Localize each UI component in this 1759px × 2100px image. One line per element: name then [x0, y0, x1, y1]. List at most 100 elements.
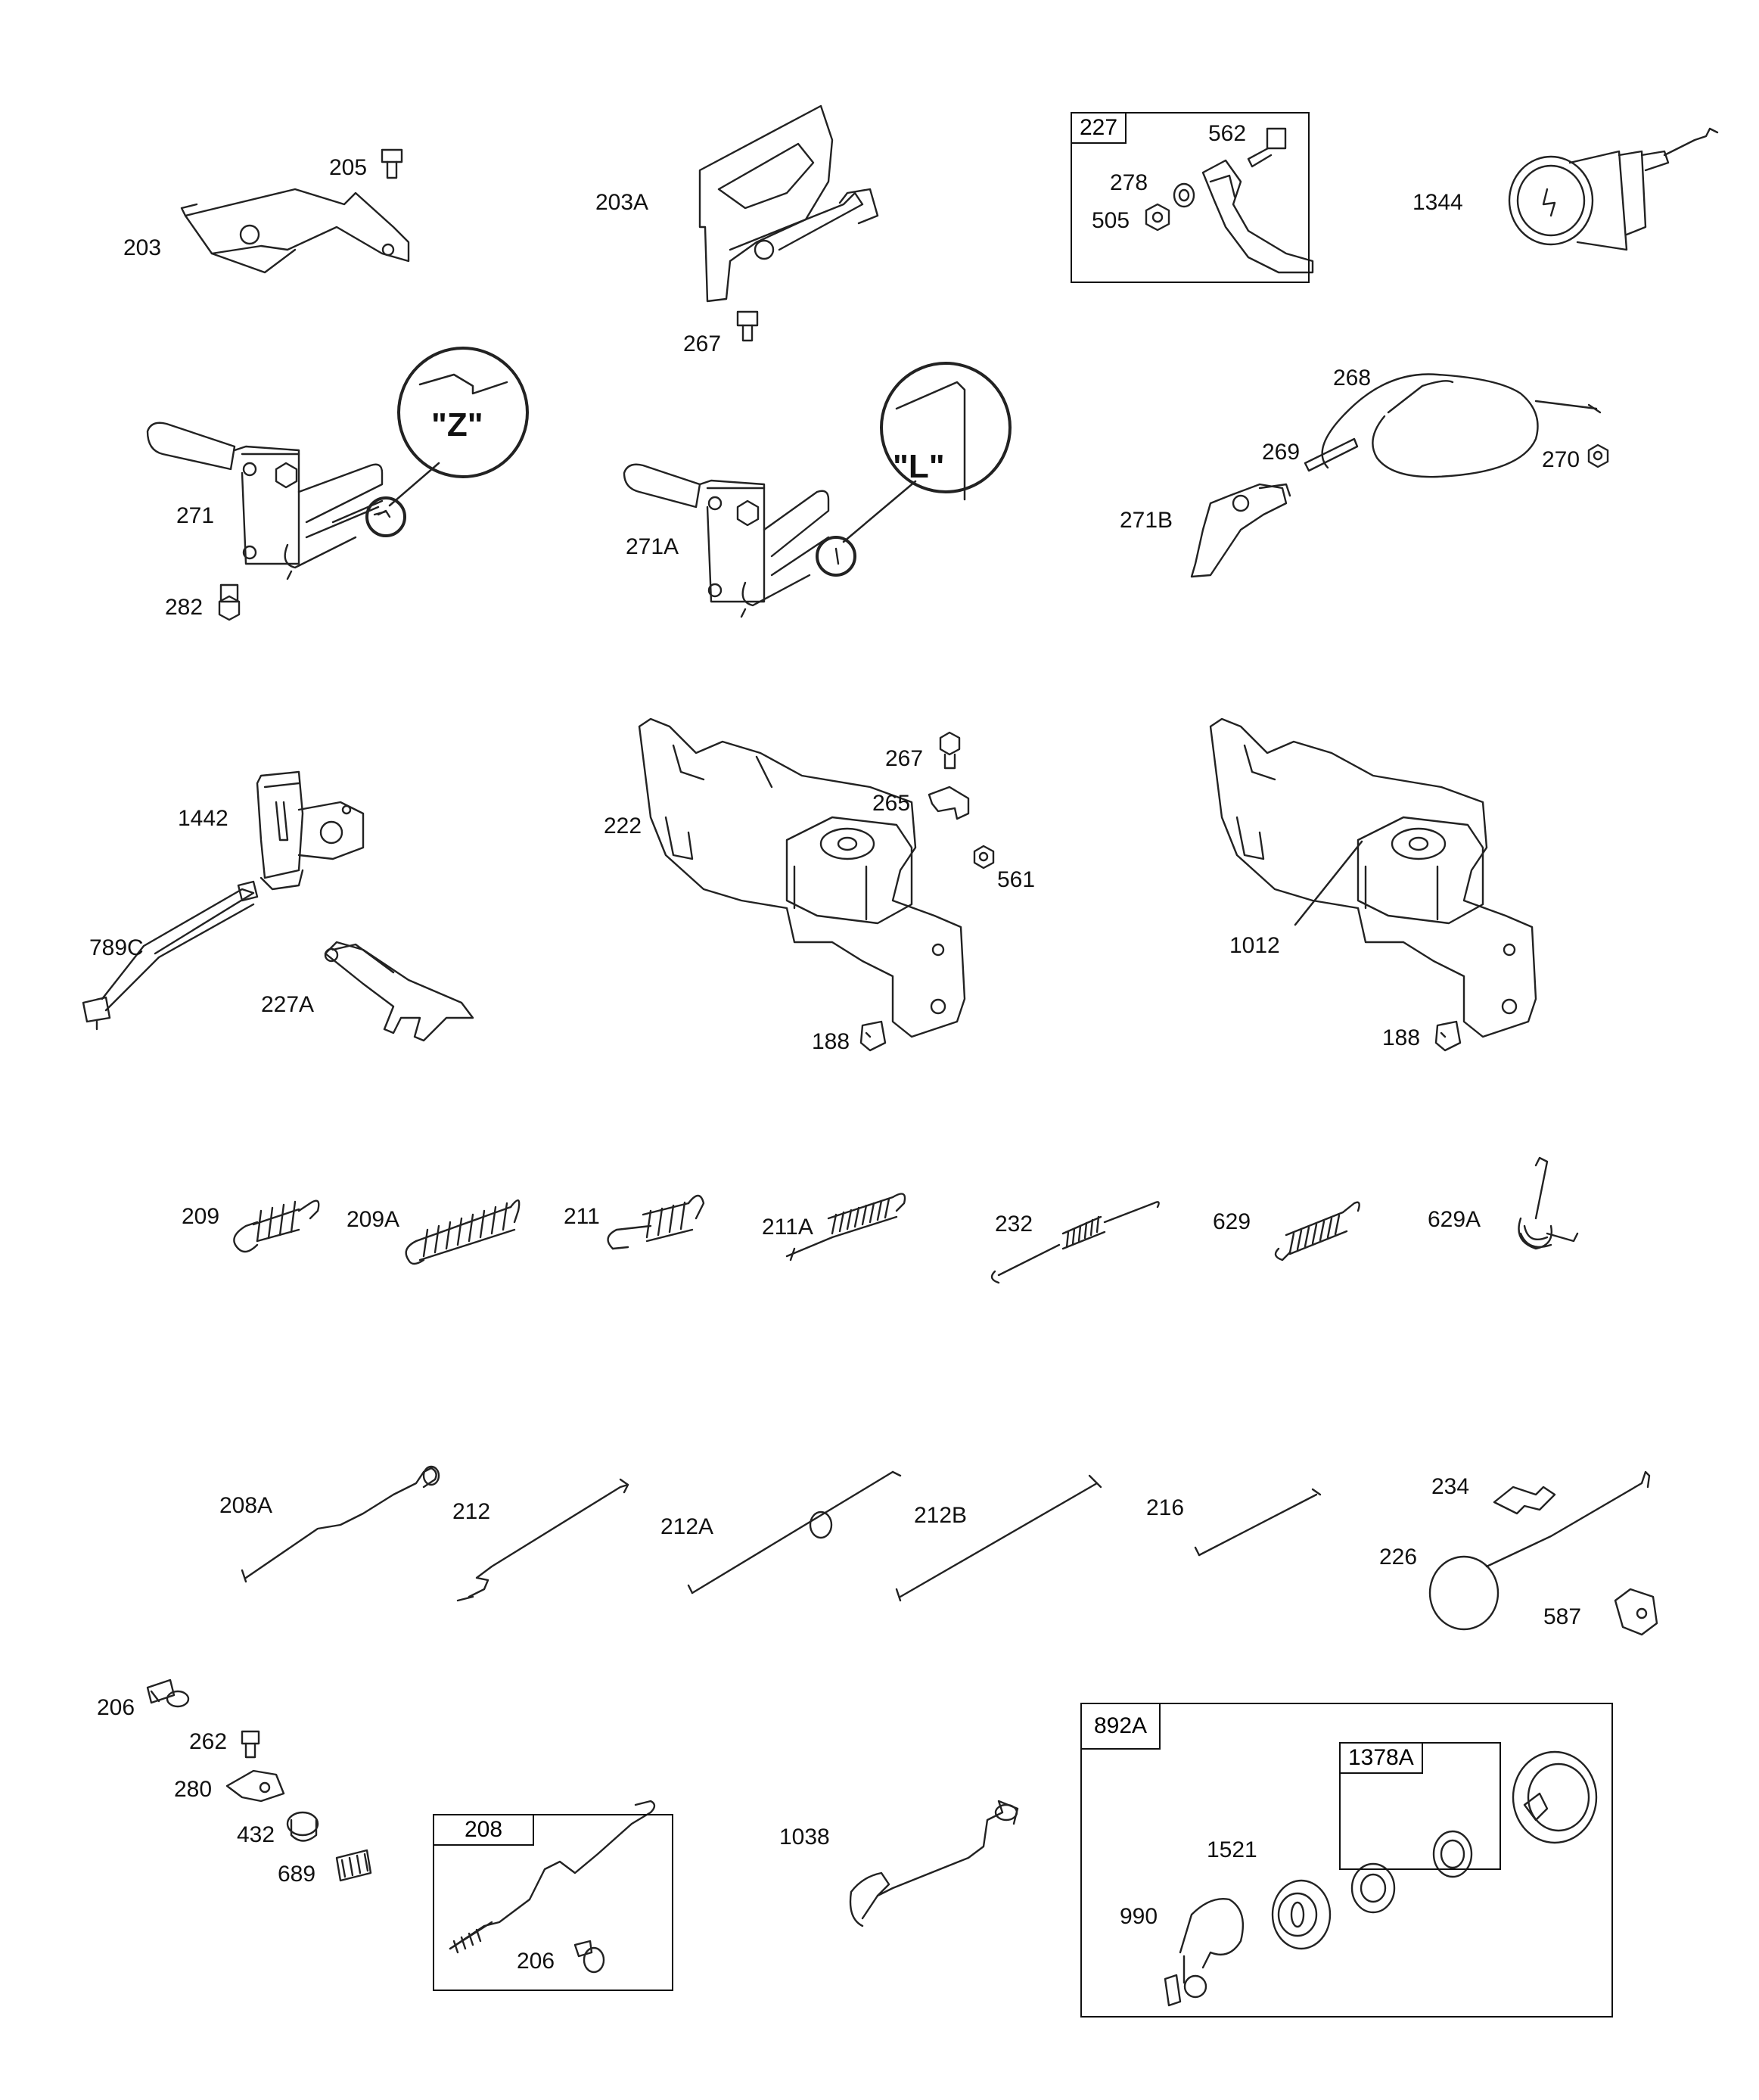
part-216-rod [1195, 1489, 1320, 1555]
label-271B: 271B [1120, 508, 1173, 533]
label-222: 222 [604, 814, 642, 838]
part-271A-control [624, 465, 828, 617]
label-1038: 1038 [779, 1825, 830, 1850]
label-270: 270 [1542, 447, 1580, 472]
label-267-b: 267 [885, 746, 924, 771]
part-206-bolt-a [148, 1680, 188, 1706]
label-206-a: 206 [97, 1695, 135, 1720]
part-key-cap [1513, 1752, 1596, 1843]
label-587: 587 [1543, 1604, 1582, 1629]
label-212B: 212B [914, 1503, 968, 1528]
part-267-screw [738, 312, 757, 341]
label-209A: 209A [347, 1207, 400, 1232]
kit-box-208-label: 208 [434, 1815, 534, 1846]
label-209: 209 [182, 1204, 220, 1229]
label-203A: 203A [595, 190, 649, 215]
label-629: 629 [1213, 1209, 1251, 1234]
part-188-screw-a [861, 1022, 885, 1050]
part-222-bracket [639, 719, 965, 1037]
label-212A: 212A [660, 1514, 714, 1539]
part-629A-spring [1519, 1158, 1578, 1249]
part-278-washer [1174, 184, 1194, 207]
part-505-nut [1146, 204, 1169, 230]
part-227-lever [1203, 160, 1313, 272]
label-208A: 208A [219, 1493, 273, 1518]
label-629A: 629A [1428, 1207, 1481, 1232]
label-267-a: 267 [683, 331, 722, 356]
label-562: 562 [1208, 121, 1247, 146]
label-226: 226 [1379, 1545, 1418, 1570]
label-211: 211 [564, 1204, 600, 1229]
callout-z-label: "Z" [431, 406, 483, 443]
part-265-clip [929, 787, 968, 819]
part-209-spring [234, 1201, 319, 1252]
part-282-screw [219, 585, 239, 620]
kit-box-1378A: 1378A [1339, 1742, 1501, 1870]
part-227A-lever [325, 942, 473, 1041]
kit-box-227: 227 [1071, 112, 1310, 283]
part-208A-rod [242, 1467, 439, 1582]
part-990-ignition [1165, 1899, 1243, 2005]
part-1521-bezel [1273, 1881, 1330, 1949]
label-1521: 1521 [1207, 1837, 1257, 1862]
label-271A: 271A [626, 534, 679, 559]
part-212A-rod [688, 1472, 900, 1593]
kit-box-208: 208 [433, 1814, 673, 1991]
kit-box-892A: 892A [1080, 1703, 1613, 2018]
part-206-bolt-b [575, 1941, 604, 1972]
part-232-spring [992, 1202, 1159, 1283]
label-234: 234 [1431, 1474, 1470, 1499]
label-269: 269 [1262, 440, 1301, 465]
label-232: 232 [995, 1212, 1033, 1237]
part-1442-solenoid [257, 772, 363, 889]
label-282: 282 [165, 595, 204, 620]
part-203-plate [182, 189, 409, 272]
kit-box-227-label: 227 [1072, 114, 1127, 144]
part-271B-lever [1192, 484, 1290, 577]
part-209A-spring [406, 1200, 520, 1264]
part-561-nut [974, 846, 993, 868]
label-188-b: 188 [1382, 1025, 1421, 1050]
label-789C: 789C [89, 935, 144, 960]
part-280-bracket [227, 1771, 284, 1801]
label-990: 990 [1120, 1904, 1158, 1929]
part-1344-knob [1509, 129, 1717, 250]
label-205: 205 [329, 155, 368, 180]
part-226-dipstick [1430, 1472, 1649, 1629]
part-212B-rod [897, 1476, 1101, 1601]
part-203A-bracket [700, 106, 878, 301]
part-267-screw-b [940, 733, 959, 768]
part-1012-bracket [1210, 719, 1536, 1037]
label-561: 561 [997, 867, 1036, 892]
part-262-screw [242, 1731, 259, 1757]
part-1038-rod [850, 1801, 1018, 1926]
part-205-screw [382, 150, 402, 178]
part-211-spring [608, 1196, 704, 1249]
part-269-fitting [1305, 439, 1357, 471]
label-1344: 1344 [1412, 190, 1463, 215]
kit-box-1378A-label: 1378A [1341, 1744, 1423, 1774]
label-265: 265 [872, 791, 911, 816]
label-188-a: 188 [812, 1029, 850, 1054]
callout-l-label: "L" [893, 448, 945, 485]
part-211A-spring [787, 1194, 905, 1261]
part-587-clip [1615, 1589, 1657, 1635]
part-208-rod [450, 1801, 654, 1952]
label-1442: 1442 [178, 806, 228, 831]
part-1378A-nut-washer [1352, 1831, 1472, 1912]
label-262: 262 [189, 1729, 228, 1754]
part-270-nut [1589, 445, 1608, 467]
label-216: 216 [1146, 1495, 1185, 1520]
label-278: 278 [1110, 170, 1148, 195]
label-212: 212 [452, 1499, 491, 1524]
label-280: 280 [174, 1777, 213, 1802]
part-188-screw-b [1436, 1022, 1460, 1050]
part-234-clip [1494, 1487, 1555, 1514]
label-432: 432 [237, 1822, 275, 1847]
part-268-cable [1322, 375, 1600, 478]
part-629-spring [1276, 1202, 1360, 1260]
label-203: 203 [123, 235, 162, 260]
label-689: 689 [278, 1862, 316, 1887]
